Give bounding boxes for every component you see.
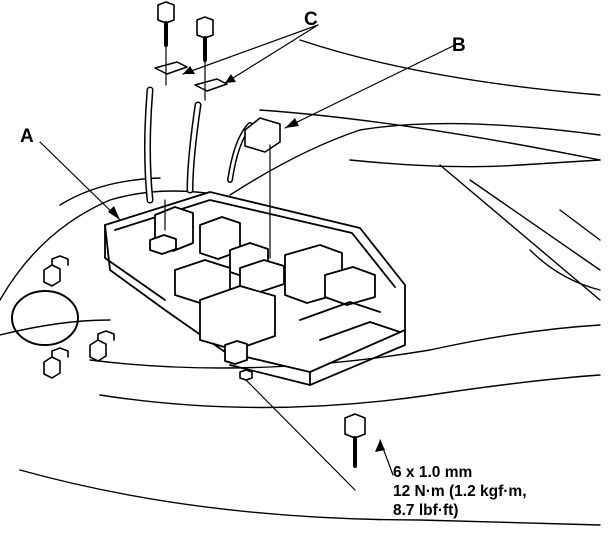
torque-value-line1: 12 N·m (1.2 kgf·m,: [393, 483, 527, 500]
torque-spec: 6 x 1.0 mm 12 N·m (1.2 kgf·m, 8.7 lbf·ft…: [393, 463, 527, 520]
callout-b: B: [452, 35, 466, 56]
body-hole: [11, 290, 79, 346]
connector-b: [227, 117, 281, 183]
torque-value-line2: 8.7 lbf·ft): [393, 502, 459, 519]
frame-bolts: [43, 255, 115, 379]
upper-bolts: [157, 1, 214, 62]
bolt-size-label: 6 x 1.0 mm: [393, 464, 473, 481]
terminal-cables: [144, 61, 228, 204]
arrow-heads: [108, 66, 385, 452]
mounting-bolt: [239, 369, 366, 468]
under-hood-relay-box: [104, 191, 406, 386]
callout-a: A: [20, 126, 34, 147]
callout-c: C: [304, 9, 318, 30]
